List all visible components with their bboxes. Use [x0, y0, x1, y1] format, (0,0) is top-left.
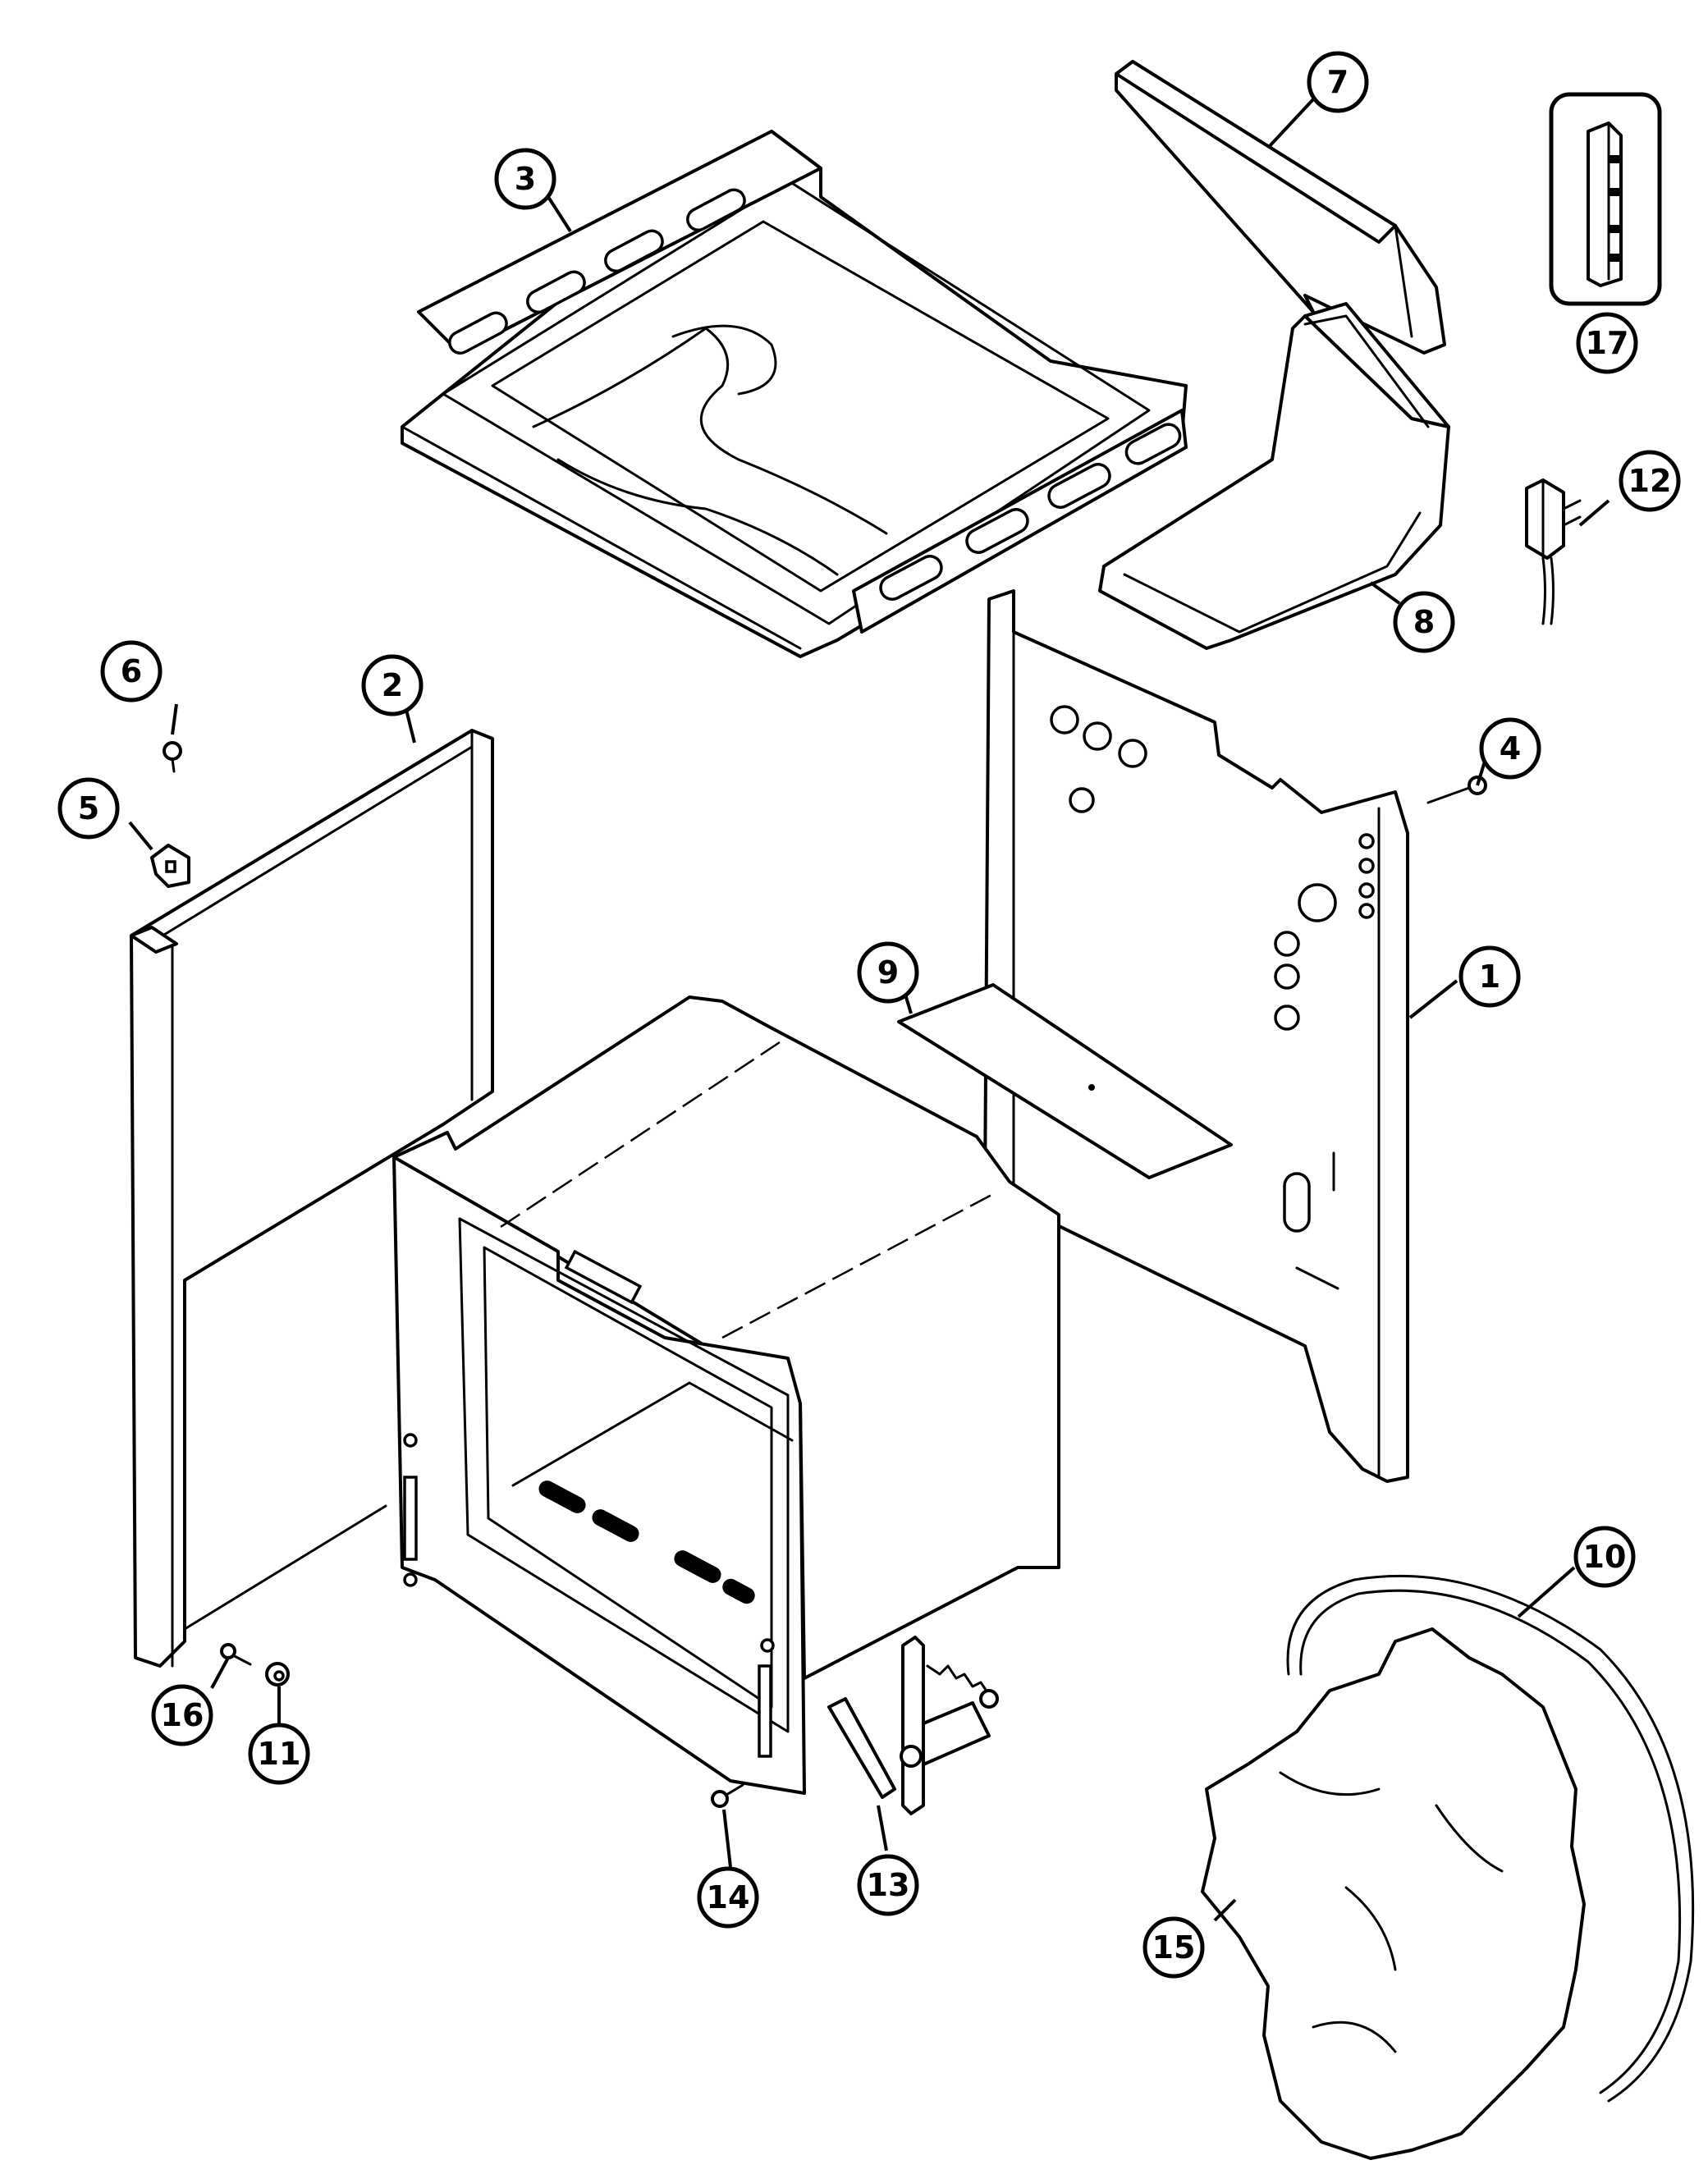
callout-17-label: 17 [1586, 325, 1629, 361]
callout-7-label: 7 [1327, 64, 1349, 100]
part-7-vent-duct [1115, 60, 1446, 355]
part-11-bumper [265, 1662, 290, 1686]
callout-4-label: 4 [1500, 730, 1521, 767]
callout-12: 12 [1619, 450, 1681, 512]
callout-3: 3 [494, 148, 556, 210]
part-2-door-frame [130, 729, 494, 1668]
callout-17: 17 [1576, 312, 1638, 374]
part-9-pad [897, 983, 1233, 1179]
part-1-side-panel [983, 589, 1409, 1483]
part-3-burner-box [401, 130, 1188, 658]
part-4-screw [1426, 776, 1487, 804]
callout-16: 16 [151, 1684, 213, 1746]
part-14-screw [711, 1783, 744, 1808]
callout-1-label: 1 [1479, 959, 1500, 995]
part-15-insulation [1201, 1627, 1586, 2160]
callout-8: 8 [1393, 591, 1455, 653]
callout-9-label: 9 [877, 954, 899, 991]
callout-2-label: 2 [382, 667, 403, 703]
callout-13: 13 [857, 1854, 919, 1916]
callout-4: 4 [1479, 717, 1541, 780]
callout-2: 2 [361, 654, 424, 716]
callout-10: 10 [1573, 1526, 1636, 1588]
callout-6: 6 [100, 640, 163, 702]
callout-5: 5 [57, 777, 120, 840]
callout-12-label: 12 [1628, 463, 1672, 499]
callout-7: 7 [1307, 51, 1369, 113]
callout-14: 14 [697, 1866, 759, 1929]
part-8-oven-vent [1098, 302, 1450, 650]
callout-11: 11 [248, 1723, 310, 1785]
callout-5-label: 5 [78, 790, 99, 826]
callout-9: 9 [857, 941, 919, 1004]
callout-11-label: 11 [258, 1736, 301, 1772]
part-12-power-cord [1525, 478, 1582, 625]
part-17-terminal-block [1549, 92, 1662, 306]
callout-3-label: 3 [515, 161, 536, 197]
part-6-screw [163, 741, 182, 773]
callout-10-label: 10 [1583, 1539, 1627, 1575]
part-13-hinge [827, 1636, 999, 1815]
callout-14-label: 14 [707, 1879, 750, 1915]
callout-15-label: 15 [1152, 1929, 1196, 1966]
callout-1: 1 [1458, 945, 1521, 1008]
callout-15: 15 [1142, 1916, 1205, 1979]
callout-16-label: 16 [161, 1697, 204, 1733]
oven-cavity [392, 995, 1060, 1795]
callout-13-label: 13 [867, 1867, 910, 1903]
part-5-clip [150, 844, 190, 888]
part-10-gasket [1286, 1574, 1695, 2103]
callout-8-label: 8 [1413, 604, 1435, 640]
callout-6-label: 6 [121, 653, 142, 689]
